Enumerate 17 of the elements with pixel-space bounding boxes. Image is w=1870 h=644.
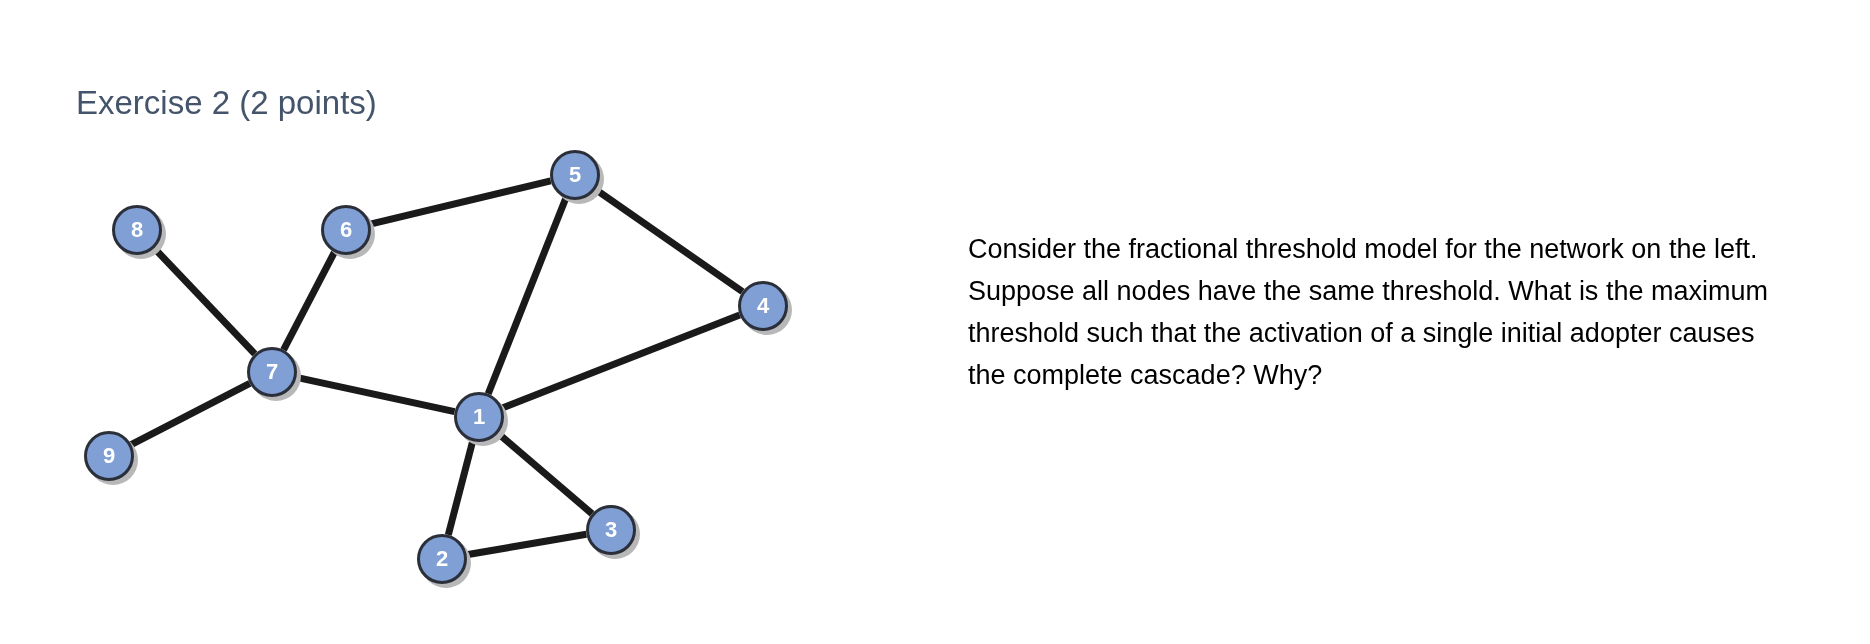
graph-node: 9 xyxy=(84,431,134,481)
edge-line xyxy=(484,196,570,396)
edge-line xyxy=(129,380,252,448)
graph-node: 1 xyxy=(454,392,504,442)
edge-line xyxy=(501,311,741,412)
graph-node: 6 xyxy=(321,205,371,255)
edge-line xyxy=(280,250,338,352)
question-text: Consider the fractional threshold model for the network on the left. Suppose all nodes have the same threshold. What is the maximum threshold such that the activation of a single initial adopter causes the complete cascade? Why? xyxy=(968,233,1768,392)
title: Exercise 2 (2 points) xyxy=(76,84,377,122)
edge-line xyxy=(466,530,587,559)
graph-node: 7 xyxy=(247,347,297,397)
edge-line xyxy=(369,177,552,228)
graph-node: 2 xyxy=(417,534,467,584)
graph-node: 5 xyxy=(550,150,600,200)
graph-node: 3 xyxy=(586,505,636,555)
edge-line xyxy=(444,440,477,536)
graph-node: 8 xyxy=(112,205,162,255)
